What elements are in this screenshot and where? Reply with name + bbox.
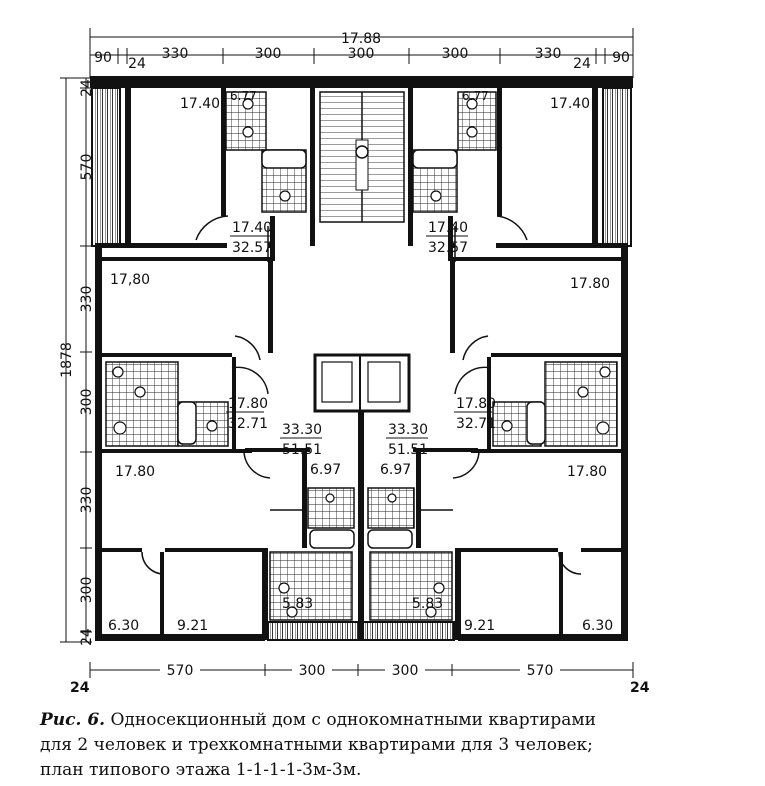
dim-left-3: 330 (79, 286, 95, 313)
dim-top-6: 300 (442, 46, 469, 62)
room-area-c3: 33.30 (388, 422, 428, 438)
dim-top-2: 24 (128, 56, 146, 72)
dim-bottom-5: 570 (527, 663, 554, 679)
dim-bottom-2: 570 (167, 663, 194, 679)
room-area-e3: 5.83 (282, 596, 313, 612)
caption-line-3: план типового этажа 1-1-1-1-3м-3м. (40, 760, 362, 780)
dim-bottom-1: 24 (70, 680, 90, 696)
dim-top-total: 17.88 (341, 31, 381, 47)
room-area-a7: 32.57 (428, 240, 468, 256)
caption-line-1: Рис. 6. Односекционный дом с однокомнатн… (40, 708, 760, 733)
room-area-a4: 32.57 (232, 240, 272, 256)
room-area-a6: 17.40 (428, 220, 468, 236)
dim-top-5: 300 (348, 46, 375, 62)
dim-bottom-3: 300 (299, 663, 326, 679)
room-area-a1: 17.40 (180, 96, 220, 112)
room-area-b5: 17.80 (456, 396, 496, 412)
dim-top-7: 330 (535, 46, 562, 62)
room-area-c6: 6.97 (380, 462, 411, 478)
dim-left-7: 24 (79, 628, 95, 646)
room-area-b3: 17.80 (228, 396, 268, 412)
room-area-a8: 17.40 (550, 96, 590, 112)
exterior-walls (90, 76, 633, 641)
bathtubs (177, 149, 546, 549)
figure-caption: Рис. 6. Односекционный дом с однокомнатн… (40, 708, 760, 783)
dim-top-3: 330 (162, 46, 189, 62)
top-dimensions (89, 28, 634, 78)
room-area-c5: 6.97 (310, 462, 341, 478)
stairwell (313, 91, 411, 413)
room-area-a2: 6.77 (230, 89, 257, 103)
dim-top-9: 90 (612, 50, 630, 66)
room-area-b1: 17,80 (110, 272, 150, 288)
room-area-c2: 51.51 (282, 442, 322, 458)
dim-left-6: 300 (79, 577, 95, 604)
room-area-e5: 9.21 (464, 618, 495, 634)
room-area-e1: 6.30 (108, 618, 139, 634)
dim-top-1: 90 (94, 50, 112, 66)
room-area-d1: 17.80 (115, 464, 155, 480)
room-area-e2: 9.21 (177, 618, 208, 634)
dim-bottom-4: 300 (392, 663, 419, 679)
interior-walls (95, 88, 628, 640)
room-area-e6: 6.30 (582, 618, 613, 634)
dim-left-5: 330 (79, 487, 95, 514)
room-area-a5: 6.77 (462, 89, 489, 103)
dim-left-total: 1878 (59, 342, 75, 378)
dim-left-4: 300 (79, 389, 95, 416)
floor-plan-drawing: 17.88 90 24 330 300 300 300 330 24 90 24… (59, 28, 650, 696)
caption-line-2: для 2 человек и трехкомнатными квартирам… (40, 735, 593, 755)
fixtures (112, 98, 611, 618)
room-area-e4: 5.83 (412, 596, 443, 612)
room-area-c1: 33.30 (282, 422, 322, 438)
room-area-d2: 17.80 (567, 464, 607, 480)
room-area-b2: 17.80 (570, 276, 610, 292)
room-area-b6: 32.71 (456, 416, 496, 432)
caption-label: Рис. 6. (40, 710, 106, 730)
dim-top-8: 24 (573, 56, 591, 72)
dim-bottom-6: 24 (630, 680, 650, 696)
dim-top-4: 300 (255, 46, 282, 62)
room-area-a3: 17.40 (232, 220, 272, 236)
door-swings (141, 215, 582, 575)
room-area-b4: 32.71 (228, 416, 268, 432)
left-dimensions (60, 77, 92, 643)
caption-text-1: Односекционный дом с однокомнатными квар… (110, 710, 596, 730)
room-area-c4: 51.51 (388, 442, 428, 458)
